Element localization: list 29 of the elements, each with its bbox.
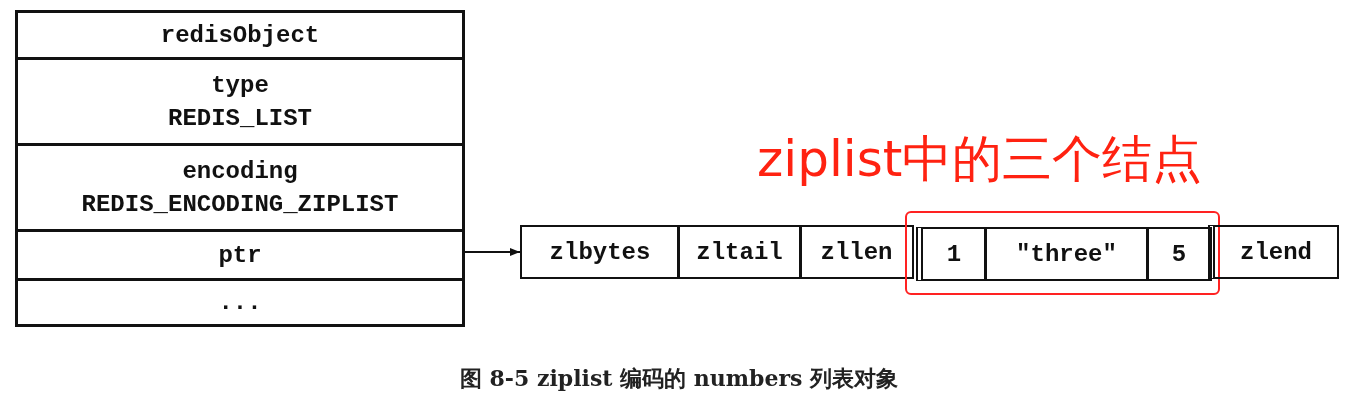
field-name: redisObject <box>160 20 320 51</box>
list-cell <box>520 225 680 279</box>
highlight-heading: ziplist中的三个结点 <box>757 129 1203 189</box>
cell-label: zlend <box>1240 238 1312 266</box>
table-row <box>15 143 465 232</box>
cell-label: zltail <box>696 238 783 266</box>
field-value: REDIS_ENCODING_ZIPLIST <box>81 189 399 220</box>
cell-label: "three" <box>1016 240 1117 268</box>
list-cell <box>799 225 914 279</box>
field-name: ... <box>218 288 262 318</box>
arrow <box>464 248 521 256</box>
cell-label: 1 <box>946 240 962 268</box>
table-row <box>15 10 465 60</box>
list-cell <box>1208 225 1339 279</box>
list-cell <box>984 227 1149 281</box>
table-row <box>15 229 465 281</box>
figure-caption: 图 8-5 ziplist 编码的 numbers 列表对象 <box>458 364 900 393</box>
field-name: ptr <box>218 240 262 271</box>
table-row <box>15 278 465 327</box>
cell-label: 5 <box>1171 240 1187 268</box>
cell-label: zllen <box>820 238 893 266</box>
list-cell <box>677 225 802 279</box>
cell-label: zlbytes <box>549 238 651 266</box>
list-cell <box>1146 227 1212 281</box>
field-name: type <box>211 70 269 101</box>
list-cell <box>916 227 987 281</box>
field-value: REDIS_LIST <box>168 103 312 134</box>
table-row <box>15 57 465 146</box>
field-name: encoding <box>182 156 298 187</box>
